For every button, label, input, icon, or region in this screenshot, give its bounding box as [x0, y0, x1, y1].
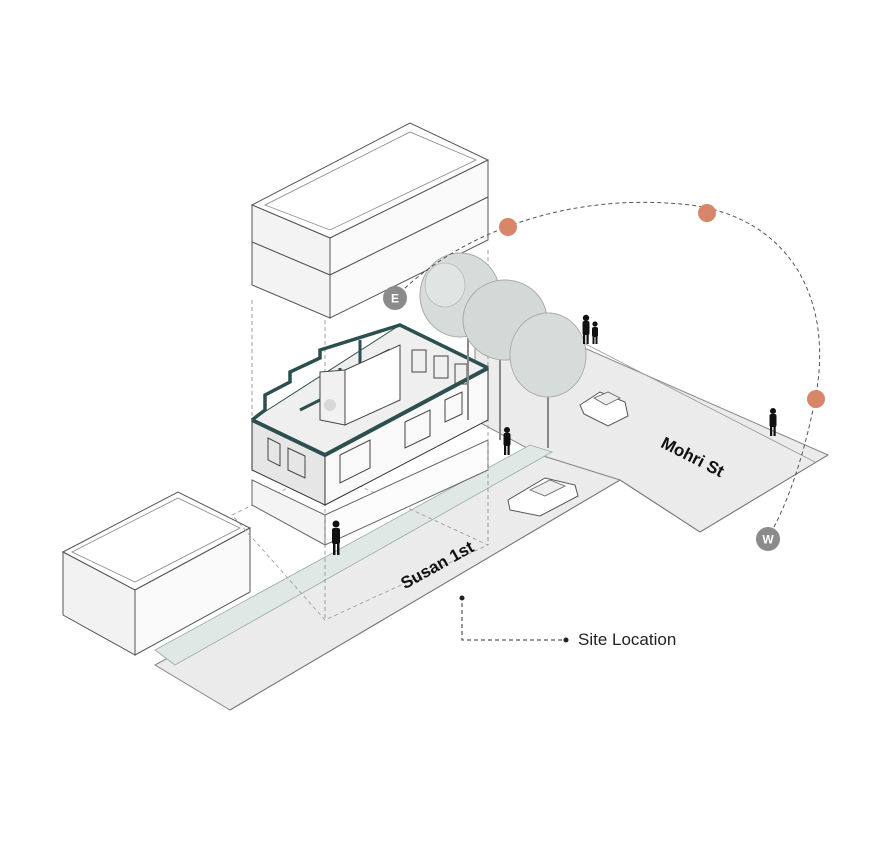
sun-path-arc [394, 201, 821, 539]
sun-path: E W [383, 201, 825, 551]
tree-3 [509, 312, 587, 448]
east-label: E [391, 292, 399, 306]
east-marker: E [383, 286, 407, 310]
west-marker: W [756, 527, 780, 551]
site-location-callout: Site Location [459, 595, 676, 649]
person-sidewalk [503, 427, 511, 455]
site-location-label: Site Location [578, 630, 676, 649]
upper-volumes [250, 122, 490, 319]
sun-position-3 [807, 390, 825, 408]
west-label: W [762, 533, 774, 547]
car-mohri [579, 391, 629, 427]
car-susan [507, 477, 579, 517]
people [332, 314, 777, 555]
sidewalk-strip [154, 444, 553, 666]
street-trees [419, 252, 587, 448]
person-ground-floor [332, 520, 340, 555]
sun-position-1 [499, 218, 517, 236]
person-mohri [769, 408, 777, 436]
people-couple [582, 314, 598, 344]
neighbor-building [61, 491, 252, 656]
cutaway-floor [250, 323, 490, 506]
sun-position-2 [698, 204, 716, 222]
